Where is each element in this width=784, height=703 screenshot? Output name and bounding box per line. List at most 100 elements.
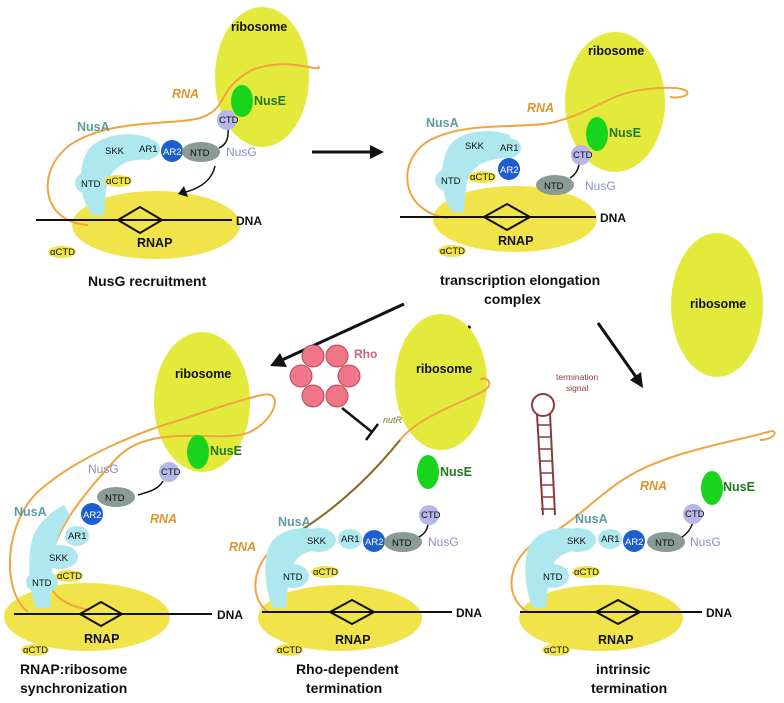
nusa-ar1 xyxy=(136,139,160,159)
rnap xyxy=(72,191,240,259)
actd-top xyxy=(468,171,496,183)
nutr-label: nutR xyxy=(383,415,403,425)
arrow-recruitment-to-elongation xyxy=(312,145,384,159)
nusg-label: NusG xyxy=(428,535,459,549)
ribosome xyxy=(395,314,487,450)
nuse xyxy=(231,85,253,117)
ar1-label: AR1 xyxy=(68,531,86,542)
nusa-ar2 xyxy=(161,140,183,162)
nusa-skk xyxy=(560,528,596,552)
nusg-ntd xyxy=(647,532,685,552)
nuse xyxy=(417,455,439,489)
actd-top xyxy=(55,570,83,582)
skk-label: SKK xyxy=(49,553,69,564)
termination-signal-label-1: termination xyxy=(556,372,598,382)
nuse-label: NusE xyxy=(440,465,472,479)
actd-top-label: αCTD xyxy=(106,176,131,187)
dna-bubble xyxy=(77,600,125,628)
actd-bottom xyxy=(438,245,466,257)
actd-bottom xyxy=(21,644,49,656)
recruitment-arrowhead xyxy=(178,186,188,197)
skk-label: SKK xyxy=(307,536,327,547)
actd-bottom xyxy=(275,644,303,656)
ntd-label: NTD xyxy=(392,538,412,549)
nuse xyxy=(701,471,723,505)
nusa-ntd-label: NTD xyxy=(32,578,52,589)
rnap-label: RNAP xyxy=(498,234,533,248)
termination-signal-label-2: signal xyxy=(566,383,588,393)
rna-strand xyxy=(9,393,276,613)
nusa-ntd-label: NTD xyxy=(81,179,101,190)
actd-bottom xyxy=(48,246,76,258)
nuse-label: NusE xyxy=(254,94,286,108)
actd-bottom-label: αCTD xyxy=(544,645,569,656)
nusa-skk xyxy=(300,528,336,552)
arrow-to-synchronization xyxy=(270,302,405,367)
ctd-label: CTD xyxy=(161,467,181,478)
dna-bubble xyxy=(116,205,164,235)
ar2-label: AR2 xyxy=(163,147,181,158)
nusa-ar2 xyxy=(81,503,103,525)
nusa-label: NusA xyxy=(278,515,311,529)
rho-inhibition-bar xyxy=(365,423,379,441)
caption-recruitment: NusG recruitment xyxy=(88,273,207,289)
nusa-label: NusA xyxy=(426,116,459,130)
ntd-label: NTD xyxy=(544,181,564,192)
skk-label: SKK xyxy=(105,146,125,157)
rna-strand xyxy=(406,86,689,219)
rna-strand xyxy=(510,430,776,613)
rho-inhibition-line xyxy=(341,407,373,433)
nusa xyxy=(441,131,510,212)
nusg-ctd xyxy=(217,110,237,130)
caption-rho-1: Rho-dependent xyxy=(296,661,399,677)
rnap-label: RNAP xyxy=(598,633,633,647)
ribosome-label: ribosome xyxy=(175,367,231,381)
nusa-ntd xyxy=(435,168,467,192)
ntd-label: NTD xyxy=(105,493,125,504)
ctd-label: CTD xyxy=(219,115,239,126)
rna-label: RNA xyxy=(229,540,256,554)
ar2-label: AR2 xyxy=(83,510,101,521)
nusg-ntd xyxy=(384,532,422,552)
ribosome-label: ribosome xyxy=(588,44,644,58)
nusa-ntd-label: NTD xyxy=(543,572,563,583)
actd-top-label: αCTD xyxy=(470,172,495,183)
rna-strand xyxy=(46,63,320,226)
ar1-label: AR1 xyxy=(341,534,359,545)
actd-bottom-label: αCTD xyxy=(50,247,75,258)
caption-intrinsic-2: termination xyxy=(591,680,667,696)
caption-elongation-2: complex xyxy=(484,291,541,307)
nusg-ntd xyxy=(536,175,574,195)
caption-sync-2: synchronization xyxy=(20,680,127,696)
actd-top-label: αCTD xyxy=(57,571,82,582)
rnap xyxy=(519,585,683,651)
nusa-label: NusA xyxy=(575,512,608,526)
caption-rho-2: termination xyxy=(306,680,382,696)
panel-synchronization: ribosome NusE RNA NusA CTD NusG NTD AR2 … xyxy=(4,332,276,696)
nusa-ntd xyxy=(75,171,107,195)
nusa-ar1 xyxy=(598,529,622,549)
nuse-label: NusE xyxy=(609,126,641,140)
ar2-label: AR2 xyxy=(625,537,643,548)
actd-top xyxy=(104,175,132,187)
nuse-label: NusE xyxy=(723,480,755,494)
nusg-ctd xyxy=(159,462,179,482)
rho-hexamer xyxy=(289,344,361,408)
nusg-ntd xyxy=(182,142,220,162)
caption-intrinsic-1: intrinsic xyxy=(596,661,651,677)
dna-label: DNA xyxy=(706,606,732,620)
nusa-label: NusA xyxy=(14,505,47,519)
nusa-ntd xyxy=(26,570,58,594)
nusa-ntd-label: NTD xyxy=(441,176,461,187)
caption-sync-1: RNAP:ribosome xyxy=(20,661,128,677)
actd-top-label: αCTD xyxy=(313,567,338,578)
nusa-ntd-label: NTD xyxy=(283,572,303,583)
skk-label: SKK xyxy=(465,141,485,152)
ctd-label: CTD xyxy=(573,150,593,161)
rna-label: RNA xyxy=(640,479,667,493)
dna-bubble xyxy=(327,598,377,626)
actd-bottom xyxy=(542,644,570,656)
nusa-skk xyxy=(42,545,78,569)
nusg-label: NusG xyxy=(585,179,616,193)
nusa-ntd xyxy=(537,564,569,588)
